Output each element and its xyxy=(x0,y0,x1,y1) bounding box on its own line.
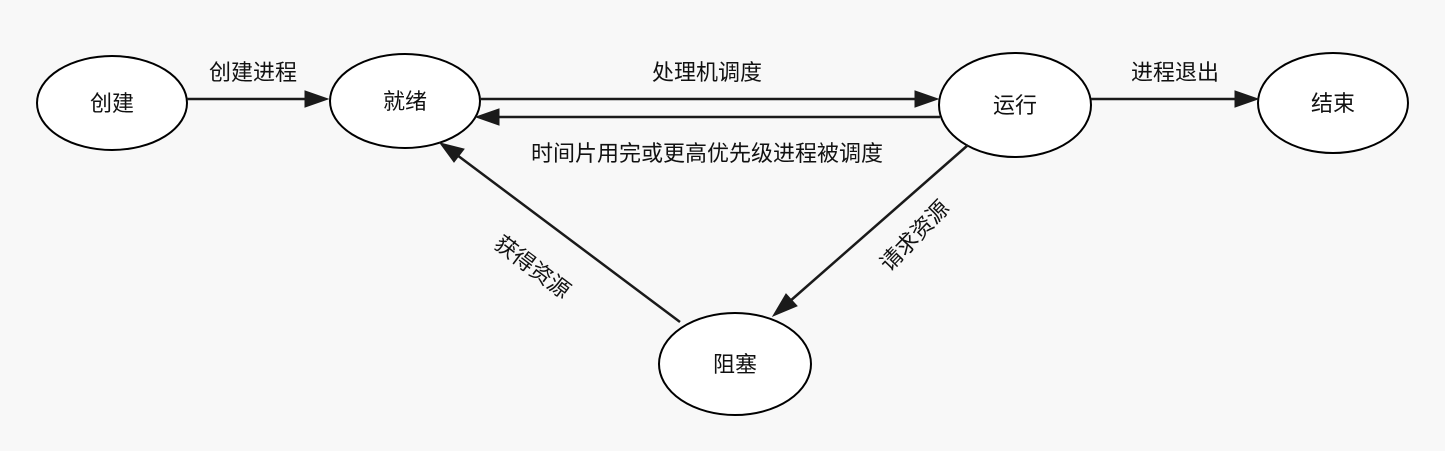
node-end-ellipse xyxy=(1257,52,1409,154)
node-end: 结束 xyxy=(1257,52,1409,154)
arrow-head xyxy=(474,108,500,126)
edge-running-to-ready: 时间片用完或更高优先级进程被调度 xyxy=(474,108,940,167)
node-ready-ellipse xyxy=(329,53,481,149)
edge-running-to-end-label: 进程退出 xyxy=(1131,61,1219,86)
edge-running-to-end: 进程退出 xyxy=(1091,61,1260,108)
arrow-head xyxy=(914,90,940,108)
edge-running-to-blocked-label: 请求资源 xyxy=(876,196,955,277)
node-create: 创建 xyxy=(36,55,188,151)
node-ready-label: 就绪 xyxy=(383,90,427,115)
node-running-ellipse xyxy=(938,52,1092,158)
edge-ready-to-running: 处理机调度 xyxy=(480,61,940,108)
edge-blocked-to-ready-label: 获得资源 xyxy=(489,231,574,304)
arrow-head xyxy=(1234,90,1260,108)
edge-blocked-to-ready-line xyxy=(456,153,681,324)
node-blocked-label: 阻塞 xyxy=(713,353,757,378)
edge-create-to-ready: 创建进程 xyxy=(187,61,330,108)
node-create-ellipse xyxy=(36,55,188,151)
node-ready: 就绪 xyxy=(329,53,481,149)
edge-running-to-blocked-line xyxy=(788,144,969,303)
edge-ready-to-running-label: 处理机调度 xyxy=(652,61,762,86)
arrow-head xyxy=(304,90,330,108)
arrow-head xyxy=(438,142,465,163)
arrow-head xyxy=(771,293,798,318)
node-blocked-ellipse xyxy=(658,312,812,416)
node-running: 运行 xyxy=(938,52,1092,158)
edge-blocked-to-ready: 获得资源 xyxy=(438,142,681,324)
edge-create-to-ready-label: 创建进程 xyxy=(209,61,297,86)
edge-running-to-blocked: 请求资源 xyxy=(771,144,969,318)
node-create-label: 创建 xyxy=(90,92,134,117)
node-blocked: 阻塞 xyxy=(658,312,812,416)
node-end-label: 结束 xyxy=(1311,92,1355,117)
edge-running-to-ready-label: 时间片用完或更高优先级进程被调度 xyxy=(531,142,883,167)
node-running-label: 运行 xyxy=(993,94,1037,119)
